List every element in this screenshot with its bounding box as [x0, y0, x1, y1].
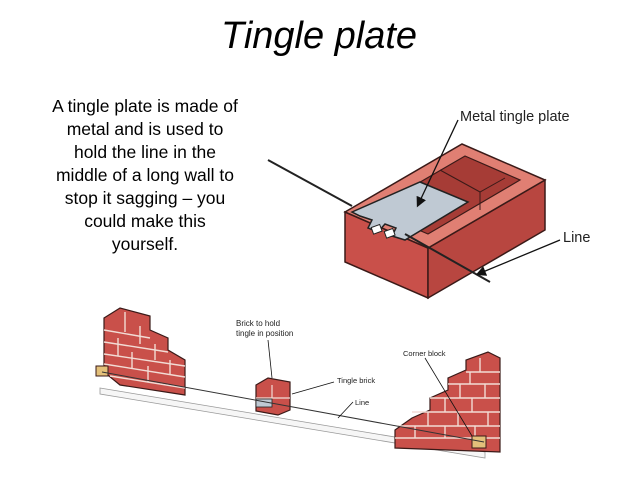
- leader-corner-block: [424, 357, 473, 437]
- left-corner-profile-peg: [95, 365, 109, 377]
- plate-slot-2: [383, 227, 396, 239]
- leader-metal-tingle-plate: [416, 119, 459, 208]
- left-corner-block: [95, 307, 186, 396]
- description-text: A tingle plate is made of metal and is u…: [52, 96, 238, 254]
- leader-line-bottom: [337, 401, 354, 419]
- tingle-brick: [255, 377, 291, 416]
- metal-tingle-plate: [350, 181, 470, 241]
- bottom-string-line: [101, 371, 485, 443]
- label-brick-to-hold-1: Brick to hold: [236, 319, 280, 328]
- bottom-wall-illustration: Brick to hold tingle in position Corner …: [95, 307, 501, 459]
- right-corner-block: [394, 351, 501, 453]
- top-line-back: [267, 159, 353, 207]
- leader-line-top: [475, 239, 561, 276]
- slide-title: Tingle plate: [220, 15, 418, 57]
- ground-strip: [99, 387, 486, 459]
- leader-brick-to-hold: [267, 339, 273, 379]
- label-metal-tingle-plate: Metal tingle plate: [460, 109, 570, 125]
- leader-tingle-brick: [291, 381, 335, 395]
- plate-slot-1: [370, 223, 383, 235]
- label-corner-block: Corner block: [403, 349, 446, 358]
- right-corner-profile-peg: [471, 435, 487, 449]
- label-line-bottom: Line: [355, 398, 369, 407]
- label-brick-to-hold-2: tingle in position: [236, 329, 293, 338]
- top-brick-illustration: Metal tingle plate Line: [267, 109, 590, 300]
- label-tingle-brick: Tingle brick: [337, 376, 375, 385]
- label-line-top: Line: [563, 230, 590, 246]
